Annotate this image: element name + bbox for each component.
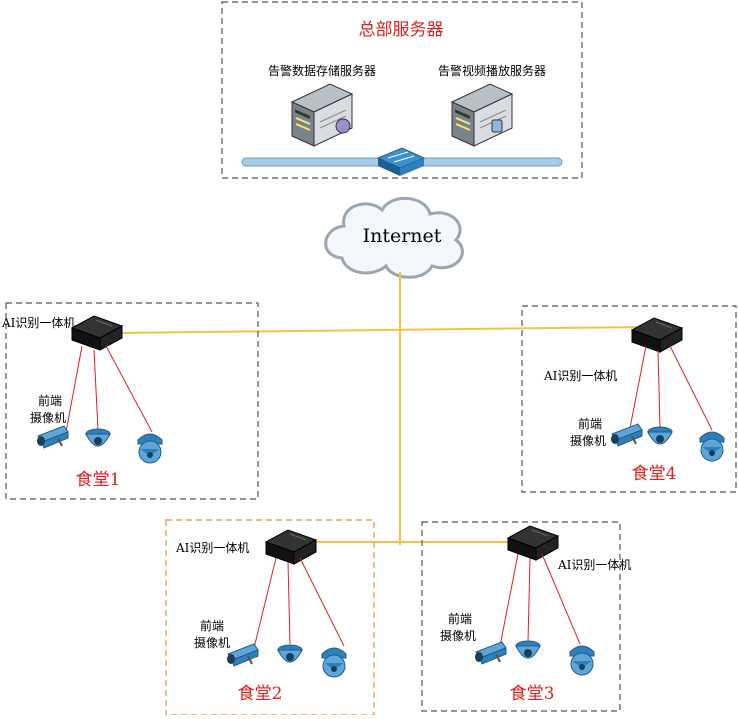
site3-boundary-box: [421, 521, 621, 712]
hq-title: 总部服务器: [359, 20, 444, 40]
storage-server-label: 告警数据存储服务器: [268, 63, 376, 78]
site1-boundary-box: [5, 302, 259, 500]
site3-ai-box-icon: [507, 525, 559, 561]
site2-ptz-camera-icon: [321, 647, 347, 678]
site2-dome-camera-icon: [277, 644, 303, 663]
site4-camera-label-1: 前端: [578, 416, 602, 431]
site1-ai-box-icon: [71, 315, 123, 351]
network-switch-icon: [376, 147, 426, 176]
site3-camera-links: [499, 553, 581, 647]
site2-device-label: AI识别一体机: [175, 541, 249, 555]
site3-bullet-camera-icon: [474, 641, 507, 665]
site1-camera-links: [65, 345, 153, 433]
site4-boundary-box: [521, 305, 737, 493]
internet-label: Internet: [363, 225, 442, 247]
site4-camera-label-2: 摄像机: [570, 433, 606, 448]
site1-camera-label-2: 摄像机: [30, 410, 66, 425]
playback-server-label: 告警视频播放服务器: [438, 63, 546, 78]
site1-bullet-camera-icon: [36, 425, 69, 449]
site1-dome-camera-icon: [85, 428, 111, 447]
site2-name: 食堂2: [238, 684, 283, 704]
playback-db-icon: [491, 119, 503, 133]
site4-device-label: AI识别一体机: [543, 369, 617, 383]
site4-dome-camera-icon: [647, 426, 673, 445]
site2-ai-box-icon: [265, 529, 317, 565]
site1-camera-label-1: 前端: [38, 393, 62, 408]
site4-ptz-camera-icon: [699, 431, 725, 462]
site3-camera-label-1: 前端: [448, 611, 472, 626]
site2-bullet-camera-icon: [226, 643, 259, 667]
storage-disk-icon: [335, 118, 351, 134]
site3-device-label: AI识别一体机: [557, 558, 631, 572]
site3-camera-label-2: 摄像机: [440, 628, 476, 643]
hq-boundary-box: [221, 1, 583, 179]
wan-links: [117, 272, 645, 545]
storage-server-icon: [291, 83, 353, 147]
site1-name: 食堂1: [76, 470, 121, 490]
site3-name: 食堂3: [510, 684, 555, 704]
site1-device-label: AI识别一体机: [1, 316, 75, 330]
site4-name: 食堂4: [632, 464, 677, 484]
site4-bullet-camera-icon: [610, 423, 643, 447]
site2-boundary-box: [165, 519, 375, 716]
site4-camera-links: [629, 345, 713, 431]
site3-ptz-camera-icon: [569, 645, 595, 676]
site4-ai-box-icon: [631, 317, 683, 353]
site2-camera-links: [253, 557, 345, 649]
site2-camera-label-1: 前端: [200, 618, 224, 633]
internet-cloud-icon: [324, 196, 464, 279]
site3-dome-camera-icon: [515, 640, 541, 659]
site2-camera-label-2: 摄像机: [194, 635, 230, 650]
playback-server-icon: [451, 83, 513, 147]
site1-ptz-camera-icon: [137, 433, 163, 464]
